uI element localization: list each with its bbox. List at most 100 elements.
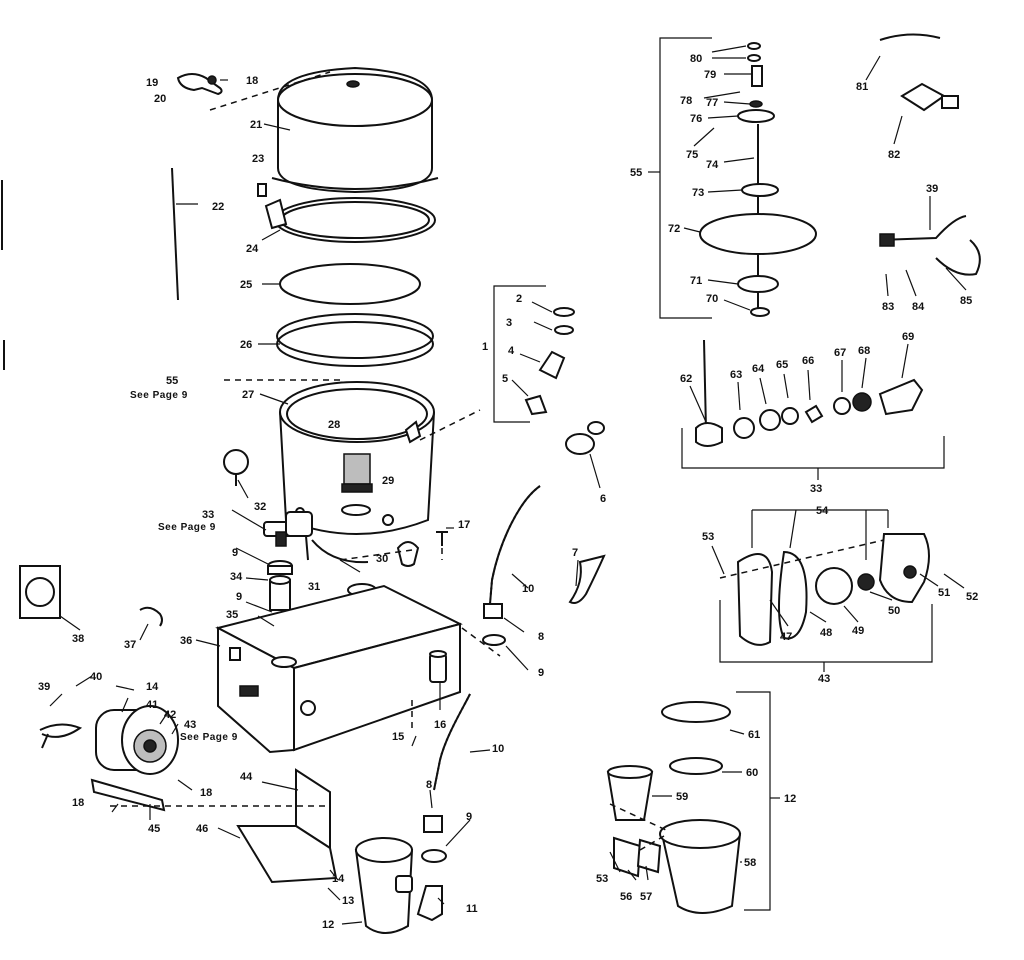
callout-84: 84 [912,301,925,313]
note-see-page-9-a: See Page 9 [130,390,188,401]
callout-11: 11 [466,903,478,915]
part-o-ring-25 [279,263,421,305]
callout-34: 34 [230,571,243,583]
callout-33-right: 33 [810,483,822,495]
callout-39-right: 39 [926,183,938,195]
part-clamp-9-lower [421,849,447,863]
part-strainer-56-61 [606,701,742,914]
callout-18-mid: 18 [200,787,212,799]
callout-61: 61 [748,729,760,741]
callout-33-left: 33 [202,509,214,521]
part-pump-housing-47-51 [736,533,930,646]
callout-7: 7 [572,547,578,559]
callout-30: 30 [376,553,388,565]
callout-27: 27 [242,389,254,401]
callout-77: 77 [706,97,718,109]
callout-24: 24 [246,243,259,255]
callout-53-top: 53 [702,531,714,543]
callout-10-b: 10 [492,743,504,755]
callout-72: 72 [668,223,680,235]
callout-49: 49 [852,625,864,637]
callout-76: 76 [690,113,702,125]
callout-43-right: 43 [818,673,830,685]
callout-23: 23 [252,153,264,165]
callout-22: 22 [212,201,224,213]
part-coupling-9-top [267,560,293,575]
callout-40: 40 [90,671,102,683]
callout-15: 15 [392,731,404,743]
callout-17: 17 [458,519,470,531]
callout-9-d: 9 [466,811,472,823]
callout-36: 36 [180,635,192,647]
note-see-page-9-b: See Page 9 [158,522,216,533]
callout-43-left: 43 [184,719,196,731]
part-elbow-16 [429,650,447,683]
callout-12-left: 12 [322,919,334,931]
callout-21: 21 [250,119,262,131]
callout-51: 51 [938,587,950,599]
callout-9-a: 9 [232,547,238,559]
part-screw-17 [436,531,448,546]
part-elbow-11 [416,885,443,922]
callout-39-left: 39 [38,681,50,693]
part-fittings-2-5 [524,307,575,416]
callout-69: 69 [902,331,914,343]
callout-59: 59 [676,791,688,803]
callout-79: 79 [704,69,716,81]
part-coupling-8-upper [483,603,503,619]
callout-1: 1 [482,341,488,353]
callout-83: 83 [882,301,894,313]
callout-85: 85 [960,295,972,307]
callout-5: 5 [502,373,508,385]
callout-60: 60 [746,767,758,779]
callout-81: 81 [856,81,868,93]
callout-47: 47 [780,631,792,643]
callout-70: 70 [706,293,718,305]
part-bracket-45 [90,778,166,812]
callout-19: 19 [146,77,158,89]
part-handle-19-20 [176,73,223,96]
part-band-26 [276,313,434,367]
callout-13: 13 [342,895,354,907]
callout-31: 31 [308,581,320,593]
callout-38: 38 [72,633,84,645]
callout-67: 67 [834,347,846,359]
callout-54: 54 [816,505,829,517]
callout-labels: 19 18 20 21 23 22 24 25 26 55 See Page 9… [38,53,978,931]
callout-10-a: 10 [522,583,534,595]
callout-48: 48 [820,627,832,639]
callout-18-left: 18 [72,797,84,809]
callout-45: 45 [148,823,160,835]
part-bolt-23 [257,183,267,197]
callout-71: 71 [690,275,702,287]
callout-28: 28 [328,419,340,431]
callout-65: 65 [776,359,788,371]
callout-14-a: 14 [146,681,159,693]
part-motor-42 [95,705,179,775]
part-base-box-36 [215,584,463,754]
part-hose-10-lower [433,693,471,791]
callout-57: 57 [640,891,652,903]
callout-14-b: 14 [332,873,345,885]
callout-25: 25 [240,279,252,291]
callout-44: 44 [240,771,253,783]
callout-63: 63 [730,369,742,381]
part-cap-6 [565,421,605,455]
part-valve-33 [263,511,313,561]
callout-56: 56 [620,891,632,903]
part-fittings-62-69 [695,339,924,447]
part-gasket-plate-38 [19,565,61,619]
callout-2: 2 [516,293,522,305]
part-pipe-34 [269,575,291,611]
part-hose-10-upper [489,485,541,605]
part-gauge-32 [223,449,249,486]
callout-32: 32 [254,501,266,513]
callout-80: 80 [690,53,702,65]
part-cord-39-right [879,215,981,276]
part-clamp-ring-24 [264,197,436,243]
callout-26: 26 [240,339,252,351]
callout-42: 42 [164,709,176,721]
callout-62: 62 [680,373,692,385]
callout-58: 58 [744,857,756,869]
